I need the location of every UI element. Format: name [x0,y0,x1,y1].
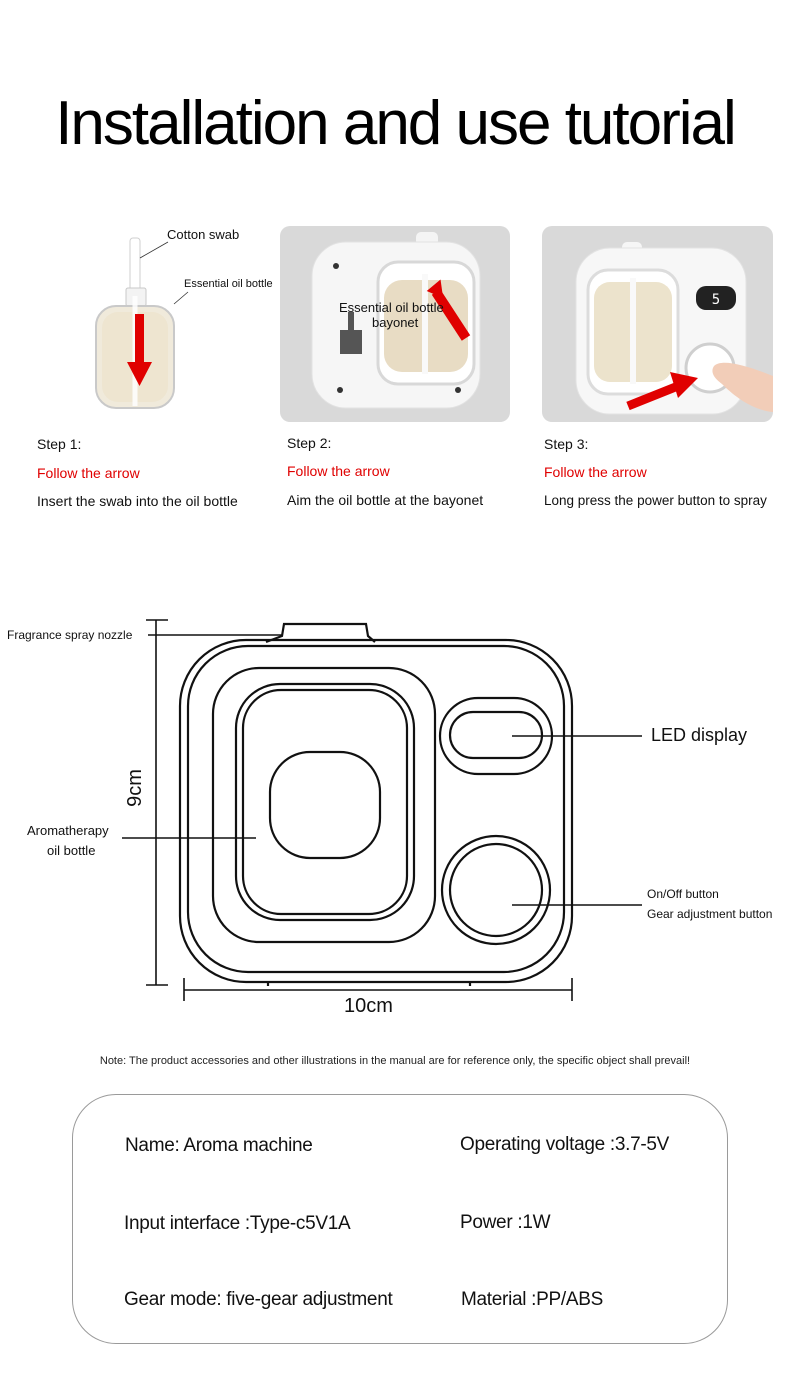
page-title: Installation and use tutorial [55,89,737,158]
spec-gear: Gear mode: five-gear adjustment [124,1289,393,1310]
button-label-line2: Gear adjustment button [647,907,773,921]
device-line-diagram [122,619,642,1001]
spec-box [72,1094,728,1344]
step1-description: Insert the swab into the oil bottle [37,493,238,509]
nozzle-label: Fragrance spray nozzle [7,628,133,642]
step3-description: Long press the power button to spray [544,493,767,508]
essential-oil-bottle-callout-2: Essential oil bottle [339,300,444,315]
step1-illustration [88,226,278,422]
step2-description: Aim the oil bottle at the bayonet [287,492,484,508]
cotton-swab-callout: Cotton swab [167,227,240,242]
led-digit: 5 [712,292,720,308]
step1-instruction: Follow the arrow [37,465,140,481]
essential-oil-bottle-callout: Essential oil bottle [184,278,273,290]
height-dimension-label: 9cm [124,769,146,807]
disclaimer-note: Note: The product accessories and other … [99,1055,691,1067]
button-label-line1: On/Off button [647,887,719,901]
width-dimension-label: 10cm [344,995,393,1017]
spec-material: Material :PP/ABS [461,1289,603,1310]
spec-power: Power :1W [460,1212,551,1233]
spec-interface: Input interface :Type-c5V1A [124,1213,351,1234]
step3-title: Step 3: [544,436,589,452]
step2-illustration [280,226,510,422]
led-display-label: LED display [651,725,748,745]
device-bayonet-icon [311,232,481,409]
bottle-label-line1: Aromatherapy [27,823,109,838]
bayonet-callout: bayonet [372,315,419,330]
step1-title: Step 1: [37,436,82,452]
step3-illustration: 5 [542,226,773,422]
spec-voltage: Operating voltage :3.7-5V [460,1134,670,1155]
bottle-label-line2: oil bottle [47,843,96,858]
oil-bottle-swab-icon [95,237,189,409]
power-button-press-icon: 5 [575,242,773,415]
step2-instruction: Follow the arrow [287,463,390,479]
step3-instruction: Follow the arrow [544,464,647,480]
step2-title: Step 2: [287,435,332,451]
spec-name: Name: Aroma machine [125,1135,313,1156]
